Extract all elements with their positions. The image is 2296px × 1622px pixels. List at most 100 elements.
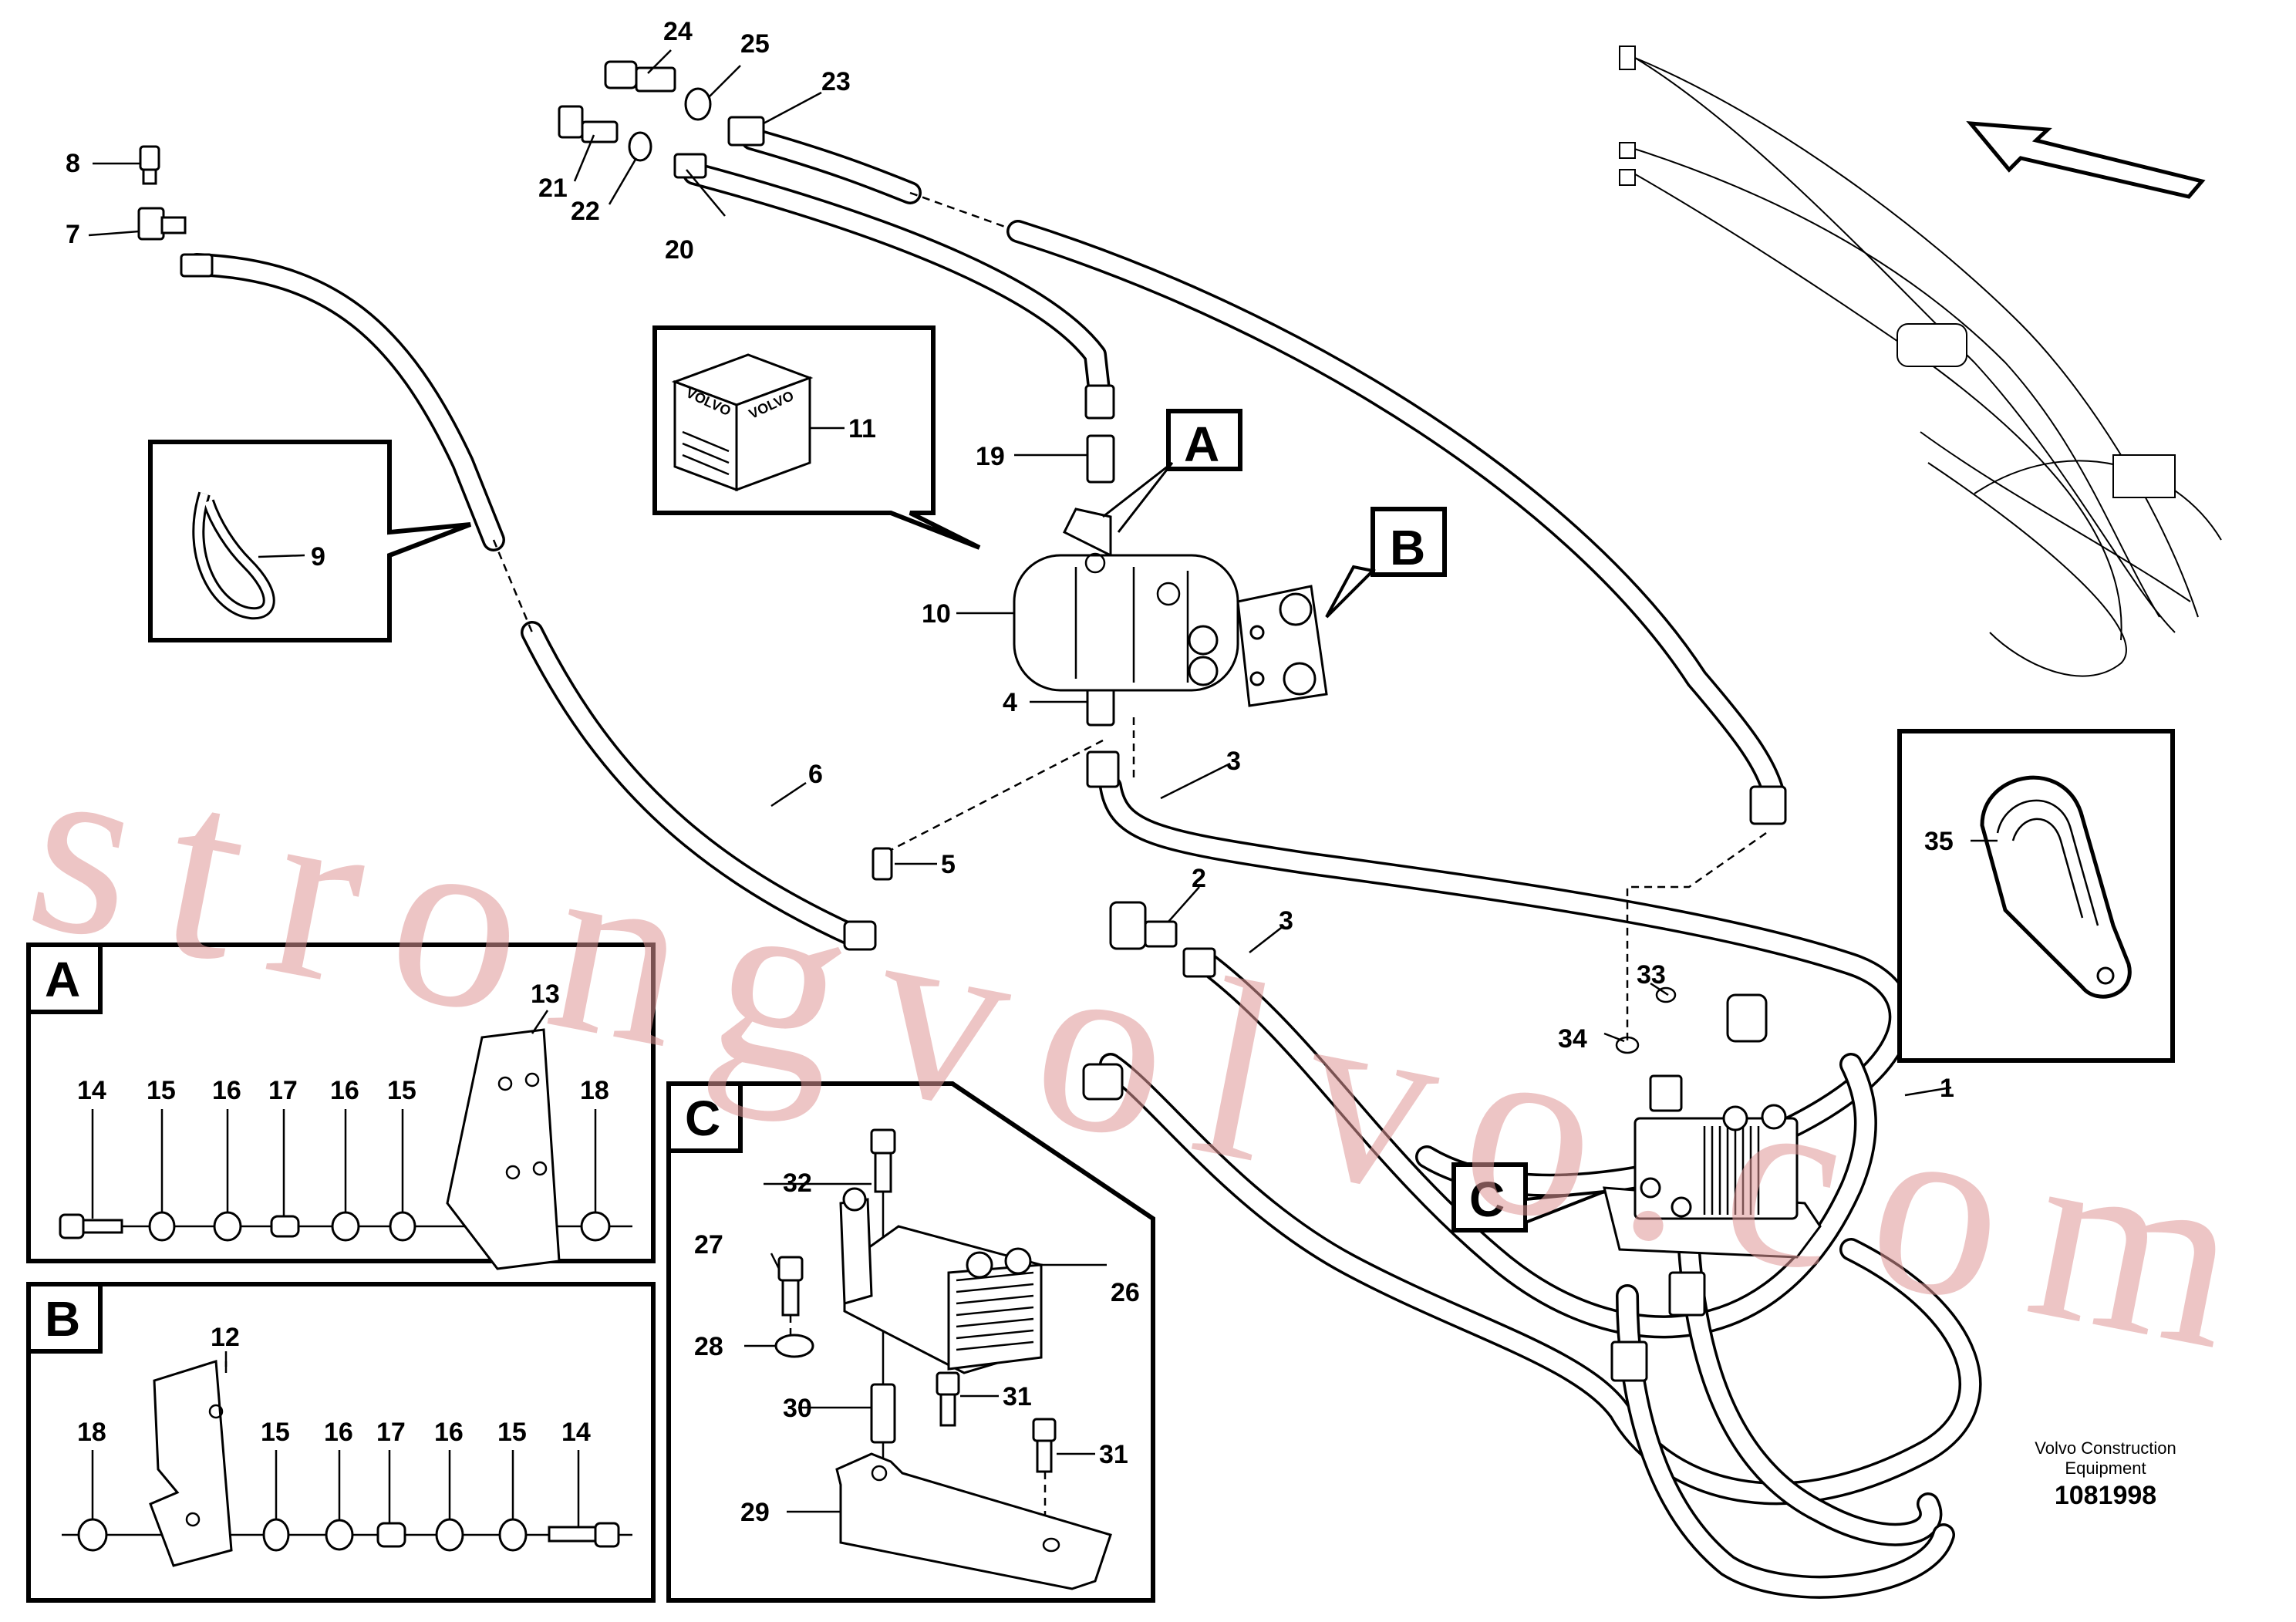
- detail-c-letter: C: [685, 1091, 720, 1146]
- fitting-5: [872, 847, 893, 881]
- fitting-8: [139, 145, 160, 185]
- detail-c-label-29: 29: [740, 1498, 770, 1527]
- detail-a-label-16: 16: [212, 1076, 241, 1105]
- detail-a-label-17: 17: [268, 1076, 298, 1105]
- detail-c-label-30: 30: [783, 1394, 812, 1423]
- callout-box-c: [1451, 1162, 1605, 1233]
- hose-20: [683, 162, 1111, 401]
- label-19: 19: [976, 442, 1005, 471]
- detail-c-labels: 32 27 26 28 30 31 31 29: [694, 1168, 1140, 1527]
- fitting-24: [604, 60, 676, 93]
- fitting-21: [558, 105, 619, 143]
- detail-a-letter: A: [45, 952, 80, 1007]
- leader-lines: [88, 49, 1998, 1513]
- detail-b-label-15-b: 15: [497, 1418, 527, 1447]
- label-33: 33: [1637, 960, 1666, 990]
- fitting-34-33: [1615, 986, 1683, 1112]
- grommet-35: [1980, 775, 2132, 999]
- detail-b-tag: [26, 1282, 103, 1354]
- hose-6: [185, 253, 868, 949]
- detail-c-label-32: 32: [783, 1168, 812, 1198]
- detail-c-parts: [774, 1128, 1112, 1590]
- label-4: 4: [1003, 688, 1017, 717]
- detail-a-label-13: 13: [531, 980, 560, 1009]
- detail-b-label-17: 17: [376, 1418, 406, 1447]
- detail-b-label-12: 12: [211, 1323, 240, 1352]
- label-24: 24: [663, 17, 693, 46]
- hose-end-23: [727, 116, 765, 147]
- detail-a-parts: [59, 1028, 632, 1270]
- detail-a-label-16-b: 16: [330, 1076, 359, 1105]
- label-5: 5: [941, 850, 956, 879]
- label-35: 35: [1924, 827, 1954, 856]
- label-25: 25: [740, 29, 770, 59]
- label-6: 6: [808, 760, 823, 789]
- label-11: 11: [848, 414, 876, 443]
- publisher-line-1: Volvo Construction: [2035, 1438, 2176, 1458]
- detail-a-labels: 14 15 16 17 16 15 13 18: [77, 980, 609, 1219]
- label-23: 23: [821, 67, 851, 96]
- callout-box-b: [1325, 507, 1447, 619]
- hose-23: [740, 127, 1785, 806]
- callout-box-a: [1102, 409, 1242, 533]
- pump-10: [1013, 508, 1328, 707]
- callout-letter-a: A: [1184, 416, 1219, 472]
- label-22: 22: [571, 197, 600, 226]
- hose-end-23-lower: [1749, 785, 1787, 825]
- hose-end-20: [673, 153, 707, 179]
- label-7: 7: [66, 220, 80, 249]
- cable-tie-9: [192, 491, 275, 620]
- fitting-2: [1109, 901, 1216, 978]
- detail-b-label-16-b: 16: [434, 1418, 464, 1447]
- detail-c-label-31-b: 31: [1099, 1440, 1128, 1469]
- fitting-25: [684, 87, 712, 121]
- detail-c-label-27: 27: [694, 1230, 723, 1259]
- detail-a-label-18: 18: [580, 1076, 609, 1105]
- clamp-box-frame: [148, 440, 472, 642]
- label-21: 21: [538, 174, 568, 203]
- fitting-22: [628, 131, 652, 162]
- footer-publisher: Volvo Construction Equipment 1081998: [1998, 1438, 2213, 1512]
- hose-end-lower-right: [1668, 1271, 1706, 1317]
- fitting-19: [1086, 434, 1115, 484]
- elbow-fitting: [1726, 993, 1768, 1043]
- detail-b-label-16: 16: [324, 1418, 353, 1447]
- volvo-kit-box: [671, 353, 814, 492]
- detail-a-label-15: 15: [147, 1076, 176, 1105]
- detail-c-label-31: 31: [1003, 1382, 1032, 1411]
- callout-letter-b: B: [1390, 520, 1425, 575]
- detail-b-label-14: 14: [561, 1418, 591, 1447]
- label-10: 10: [922, 599, 951, 629]
- direction-arrow: [1966, 121, 2206, 199]
- detail-b-label-15: 15: [261, 1418, 290, 1447]
- hose-end-6: [843, 920, 877, 951]
- label-20: 20: [665, 235, 694, 265]
- hose-1: [1099, 1053, 1982, 1599]
- publisher-line-2: Equipment: [2065, 1458, 2146, 1478]
- detail-a-tag: [26, 943, 103, 1014]
- detail-b-labels: 12 18 15 16 17 16 15 14: [77, 1323, 591, 1527]
- label-2: 2: [1192, 864, 1206, 893]
- part-labels: 8 7 24 25 23 21 22 20 19 11 9 10 4 3 5 6…: [66, 17, 1954, 1103]
- overview-thumbnail: [1619, 46, 2222, 677]
- oil-cooler: [1603, 1104, 1822, 1259]
- label-1: 1: [1940, 1074, 1954, 1103]
- hose-end-fitting: [1084, 384, 1115, 420]
- callout-letter-c: C: [1469, 1172, 1505, 1227]
- label-8: 8: [66, 149, 80, 178]
- detail-a-label-15-b: 15: [387, 1076, 416, 1105]
- detail-b-letter: B: [45, 1291, 80, 1347]
- hose-end-1: [1082, 1063, 1124, 1101]
- hose-end-lower-left: [1610, 1340, 1648, 1382]
- hose-end-3: [1086, 750, 1120, 788]
- drawing-number: 1081998: [2054, 1481, 2157, 1510]
- label-9: 9: [311, 542, 325, 572]
- label-34: 34: [1558, 1024, 1587, 1054]
- detail-c-label-28: 28: [694, 1332, 723, 1361]
- hose-3-upper: [1099, 775, 1912, 1197]
- label-3-upper: 3: [1226, 747, 1241, 776]
- label-3-lower: 3: [1279, 906, 1293, 936]
- detail-b-label-18: 18: [77, 1418, 106, 1447]
